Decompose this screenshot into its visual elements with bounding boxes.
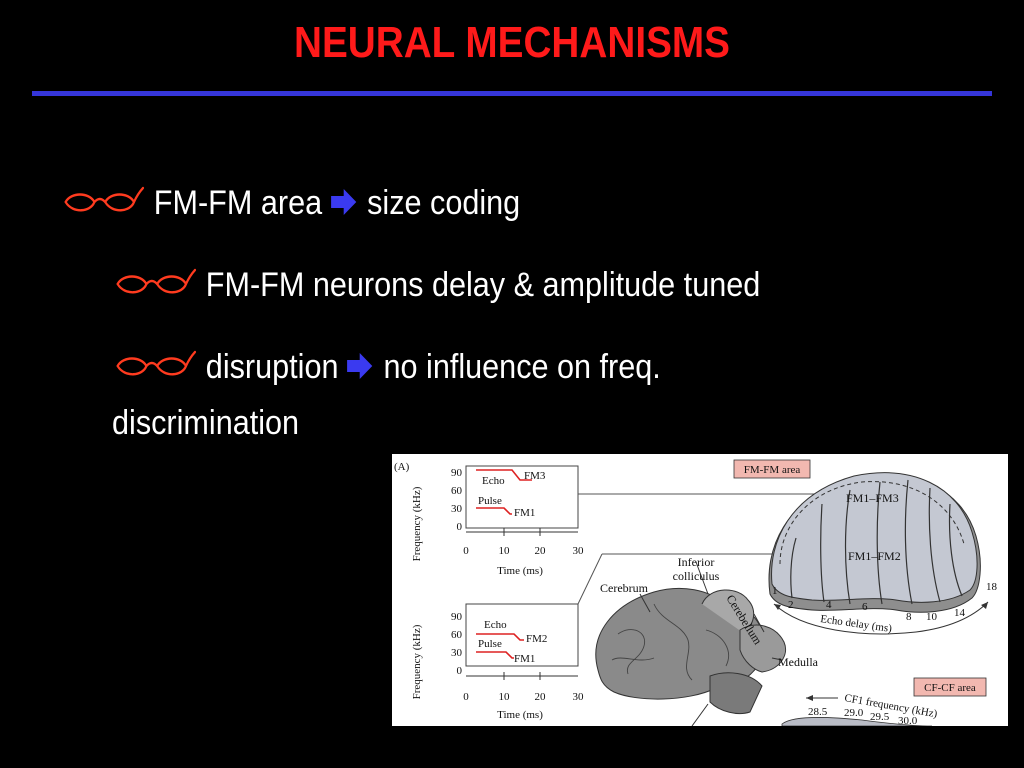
ytick: 90 [451, 611, 463, 623]
inferior-label: Inferior [678, 555, 715, 569]
fmfm-area-map [768, 472, 981, 613]
delay-tick: 4 [826, 599, 832, 611]
cf-tick: 29.0 [844, 707, 864, 719]
delay-tick: 8 [906, 611, 912, 623]
graph-bottom-ylabel: Frequency (kHz) [411, 624, 423, 699]
ytick: 0 [457, 521, 463, 533]
ytick: 60 [451, 629, 463, 641]
bullet-1-text-post: size coding [367, 184, 521, 222]
cfcf-area-label: CF-CF area [924, 682, 976, 694]
bullet-1-text: FM-FM area [153, 184, 323, 222]
pulse-label: Pulse [478, 495, 502, 507]
cerebrum-label: Cerebrum [600, 581, 649, 595]
xtick: 20 [535, 545, 547, 557]
ytick: 30 [451, 647, 463, 659]
bullet-2-text: FM-FM neurons delay & amplitude tuned [205, 266, 761, 304]
xtick: 0 [463, 545, 469, 557]
xtick: 10 [499, 545, 511, 557]
glasses-icon [114, 268, 197, 307]
right-arrow-icon [346, 350, 375, 389]
fm12-label: FM1–FM2 [848, 549, 901, 563]
delay-tick: 10 [926, 611, 938, 623]
cf-tick: 30.0 [898, 715, 918, 726]
delay-tick: 1 [772, 585, 778, 597]
echo-label: Echo [484, 619, 507, 631]
glasses-icon [114, 350, 197, 389]
graph-top: Frequency (kHz) 90 60 30 0 0 10 20 30 Ti… [411, 465, 585, 577]
bullet-line-3: disruption no influence on freq. [114, 348, 661, 389]
bullet-line-2: FM-FM neurons delay & amplitude tuned [114, 266, 760, 307]
ytick: 0 [457, 665, 463, 677]
graph-top-ylabel: Frequency (kHz) [411, 486, 423, 561]
colliculus-label: colliculus [673, 569, 720, 583]
fm13-label: FM1–FM3 [846, 491, 899, 505]
fmfm-area-label: FM-FM area [744, 464, 801, 476]
ytick: 30 [451, 503, 463, 515]
ytick: 90 [451, 467, 463, 479]
xtick: 30 [573, 545, 585, 557]
figure-panel: (A) Frequency (kHz) 90 60 30 0 0 10 20 3… [392, 454, 1008, 726]
bullet-line-1: FM-FM area size coding [62, 184, 520, 225]
neural-figure: (A) Frequency (kHz) 90 60 30 0 0 10 20 3… [394, 459, 998, 726]
xtick: 0 [463, 691, 469, 703]
echo-fm-label: FM3 [524, 470, 546, 482]
medulla-label: Medulla [778, 655, 819, 669]
delay-tick: 18 [986, 581, 998, 593]
bullet-3-wrap: discrimination [112, 404, 300, 442]
delay-tick: 6 [862, 601, 868, 613]
cfcf-map [781, 716, 933, 726]
graph-top-xlabel: Time (ms) [497, 565, 543, 577]
echo-delay-label: Echo delay (ms) [820, 613, 893, 635]
echo-label: Echo [482, 475, 505, 487]
delay-tick: 2 [788, 599, 794, 611]
pulse-label: Pulse [478, 638, 502, 650]
title-divider [32, 91, 992, 96]
xtick: 10 [499, 691, 511, 703]
pulse-fm-label: FM1 [514, 653, 535, 665]
glasses-icon [62, 186, 145, 225]
echo-fm-label: FM2 [526, 633, 547, 645]
right-arrow-icon [329, 186, 358, 225]
cf-tick: 28.5 [808, 706, 828, 718]
graph-bottom: Frequency (kHz) 90 60 30 0 0 10 20 30 Ti… [411, 603, 585, 721]
bullet-3-text: disruption [205, 348, 339, 386]
slide-title: NEURAL MECHANISMS [294, 18, 730, 67]
brain-illustration [595, 561, 786, 715]
delay-tick: 14 [954, 607, 966, 619]
xtick: 20 [535, 691, 547, 703]
bullet-3-text-post: no influence on freq. [383, 348, 661, 386]
panel-label: (A) [394, 461, 410, 473]
pulse-fm-label: FM1 [514, 507, 535, 519]
xtick: 30 [573, 691, 585, 703]
ytick: 60 [451, 485, 463, 497]
graph-bottom-xlabel: Time (ms) [497, 709, 543, 721]
cf-tick: 29.5 [870, 711, 890, 723]
